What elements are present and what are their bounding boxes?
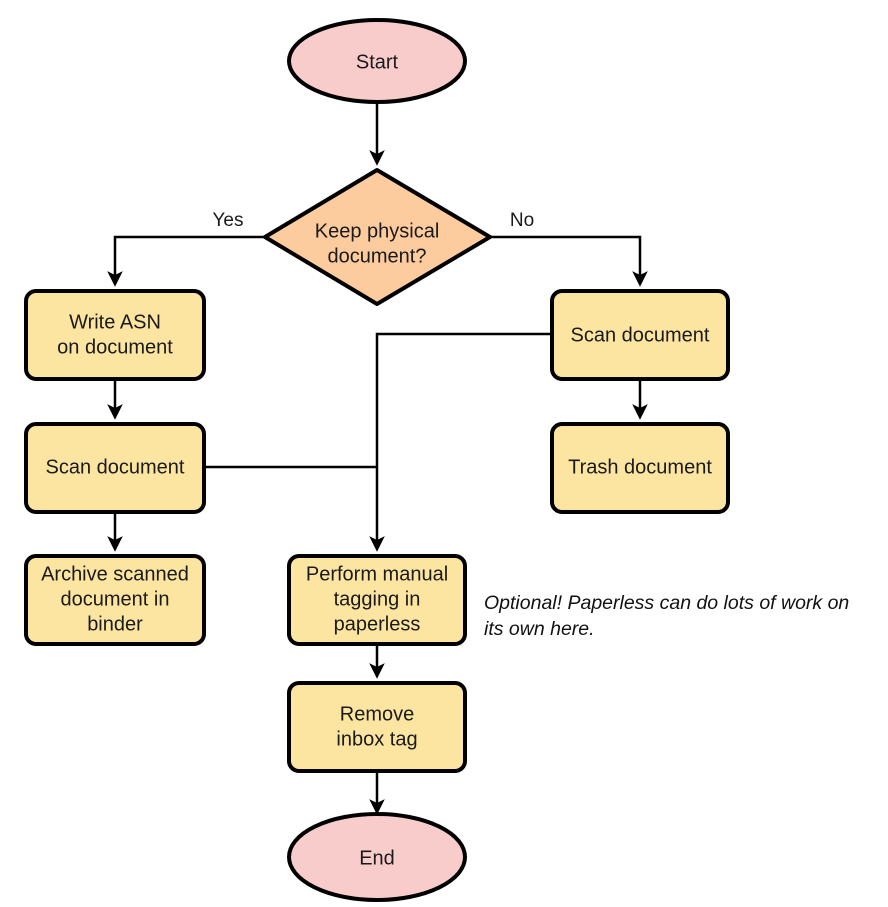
node-scan-document-left[interactable]: Scan document (24, 422, 206, 514)
start-ellipse (287, 18, 467, 104)
write-asn-label-line1: Write ASN (69, 311, 161, 333)
edge-label-yes: Yes (213, 210, 244, 231)
trash-document-label: Trash document (568, 456, 712, 478)
tagging-label-line2: tagging in (334, 588, 421, 610)
node-remove-inbox-tag[interactable]: Remove inbox tag (287, 681, 467, 773)
edges-layer (107, 101, 648, 815)
node-scan-document-right[interactable]: Scan document (550, 289, 730, 381)
scan-document-left-label: Scan document (46, 456, 185, 478)
archive-label-line2: document in (61, 588, 170, 610)
edge-decision-yes-to-write-asn (107, 235, 265, 287)
write-asn-box (24, 289, 206, 381)
end-ellipse (287, 812, 467, 902)
remove-inbox-tag-box (287, 681, 467, 773)
archive-label-line1: Archive scanned (41, 563, 189, 585)
remove-inbox-label-line1: Remove (340, 703, 414, 725)
scan-document-right-box (550, 289, 730, 381)
note-line1: Optional! Paperless can do lots of work … (484, 592, 849, 614)
node-perform-manual-tagging[interactable]: Perform manual tagging in paperless (287, 554, 467, 646)
node-end[interactable]: End (287, 812, 467, 902)
scan-document-left-box (24, 422, 206, 514)
end-label: End (359, 847, 395, 869)
node-archive-scanned-document[interactable]: Archive scanned document in binder (24, 554, 206, 646)
note-line2: its own here. (484, 618, 595, 640)
trash-document-box (550, 422, 730, 514)
archive-label-line3: binder (87, 613, 143, 635)
start-label: Start (356, 51, 399, 73)
tagging-label-line3: paperless (334, 613, 421, 635)
archive-box (24, 554, 206, 646)
remove-inbox-label-line2: inbox tag (336, 728, 417, 750)
decision-diamond (263, 168, 492, 306)
edge-scan-right-to-tagging (369, 332, 552, 552)
decision-label-line1: Keep physical (315, 220, 440, 242)
write-asn-label-line2: on document (57, 336, 173, 358)
annotation-note: Optional! Paperless can do lots of work … (484, 592, 849, 640)
node-decision-keep-physical-document[interactable]: Keep physical document? (263, 168, 492, 306)
scan-document-right-label: Scan document (571, 324, 710, 346)
tagging-label-line1: Perform manual (306, 563, 448, 585)
decision-label-line2: document? (328, 245, 427, 267)
edge-label-no: No (510, 210, 534, 231)
node-trash-document[interactable]: Trash document (550, 422, 730, 514)
edge-decision-no-to-scan-right (490, 235, 648, 287)
tagging-box (287, 554, 467, 646)
node-start[interactable]: Start (287, 18, 467, 104)
node-write-asn[interactable]: Write ASN on document (24, 289, 206, 381)
